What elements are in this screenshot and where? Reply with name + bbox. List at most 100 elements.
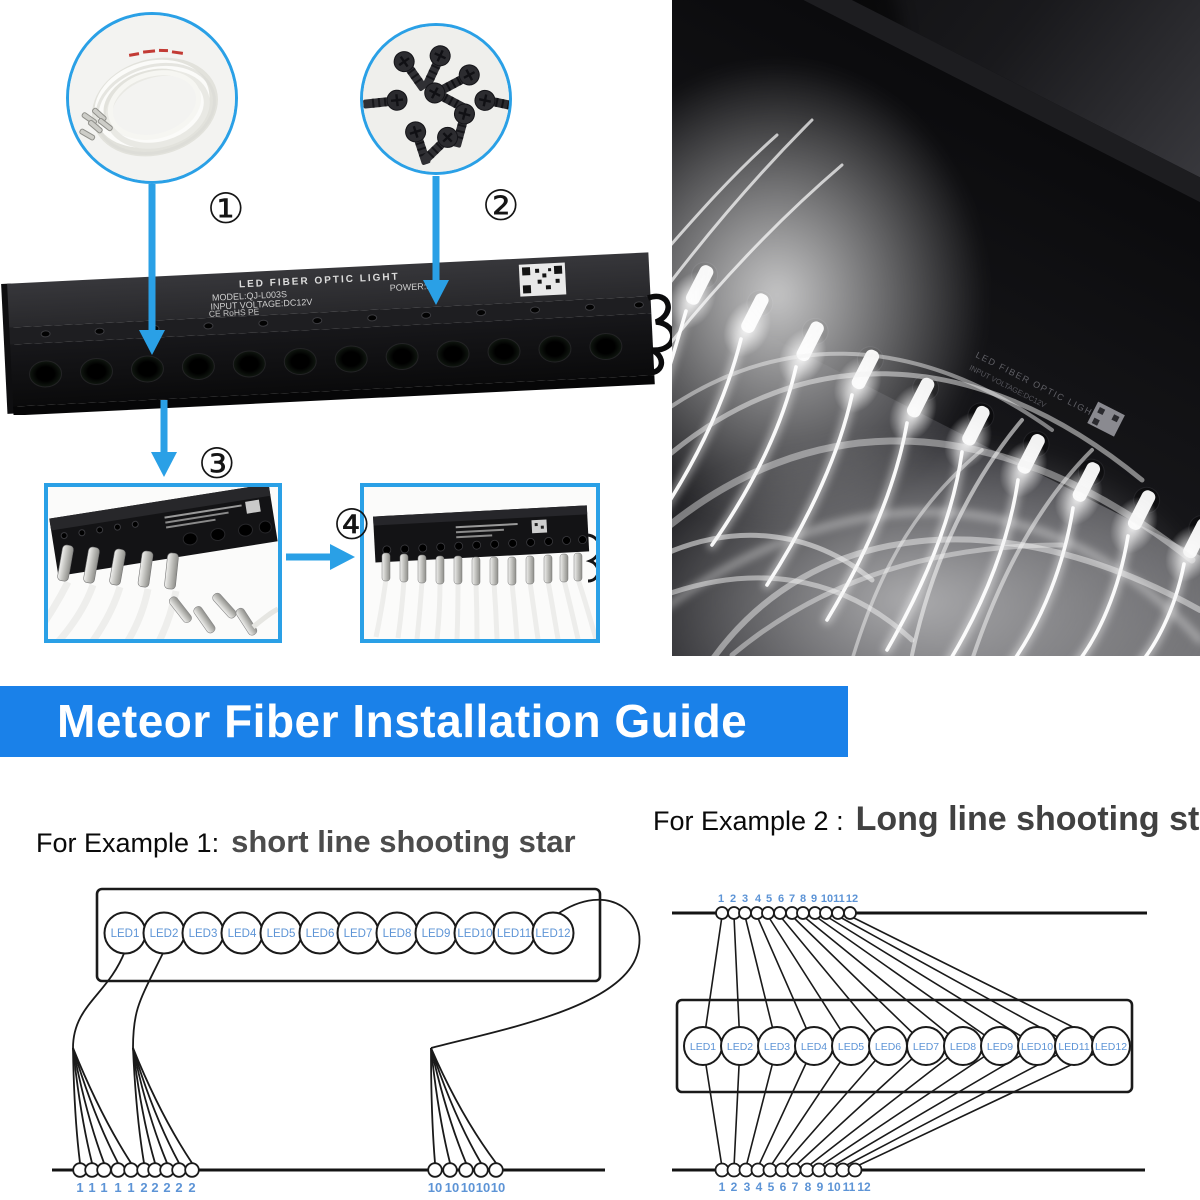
led-bar-photo: LED FIBER OPTIC LIGHT MODEL:QJ-L003S POW… xyxy=(1,252,672,415)
ex1-fiber-points xyxy=(72,1162,504,1178)
device-label-voltage: INPUT VOLTAGE:DC12V xyxy=(210,297,312,312)
device-label-certs: CE RoHS PE xyxy=(209,306,260,318)
svg-text:LED6: LED6 xyxy=(875,1041,901,1053)
qr-code xyxy=(518,262,567,297)
svg-text:LED1: LED1 xyxy=(690,1041,716,1053)
ex2-fiber-lines xyxy=(702,915,1113,1168)
ex2-bar-outline xyxy=(675,998,1134,1094)
ex2-bottom-points xyxy=(714,1162,863,1178)
svg-text:2: 2 xyxy=(188,1180,195,1195)
fibers-loose xyxy=(48,580,180,639)
svg-text:LED12: LED12 xyxy=(535,928,570,940)
svg-text:7: 7 xyxy=(792,1180,799,1194)
svg-text:9: 9 xyxy=(811,893,817,905)
svg-text:LED2: LED2 xyxy=(150,928,179,940)
svg-text:6: 6 xyxy=(780,1180,787,1194)
svg-text:LED4: LED4 xyxy=(228,928,257,940)
svg-text:LED11: LED11 xyxy=(1058,1041,1089,1053)
example1-heading: short line shooting star xyxy=(231,824,576,859)
svg-text:11: 11 xyxy=(833,893,845,905)
lit-fibers-illustration: LED FIBER OPTIC LIGHT INPUT VOLTAGE:DC12… xyxy=(672,0,1200,656)
banner-title: Meteor Fiber Installation Guide xyxy=(57,695,748,747)
step4-wire xyxy=(585,533,596,583)
banner: Meteor Fiber Installation Guide xyxy=(0,686,848,757)
svg-text:1: 1 xyxy=(100,1180,107,1195)
svg-text:11: 11 xyxy=(843,1180,856,1194)
svg-text:1: 1 xyxy=(114,1180,121,1195)
svg-text:1: 1 xyxy=(127,1180,134,1195)
fiber-ports-row xyxy=(29,333,623,388)
step3-photo xyxy=(44,483,282,643)
svg-text:10: 10 xyxy=(461,1180,475,1195)
svg-text:3: 3 xyxy=(742,893,748,905)
lit-bar-qr xyxy=(1087,401,1125,437)
fiber-end-ferrules xyxy=(79,107,113,141)
svg-text:1: 1 xyxy=(88,1180,95,1195)
loose-ferrules xyxy=(168,592,278,636)
svg-text:LED10: LED10 xyxy=(1021,1041,1053,1053)
svg-text:LED8: LED8 xyxy=(950,1041,976,1053)
svg-text:10: 10 xyxy=(476,1180,490,1195)
svg-text:LED7: LED7 xyxy=(344,928,373,940)
svg-text:4: 4 xyxy=(755,893,762,905)
svg-text:LED2: LED2 xyxy=(727,1041,753,1053)
svg-text:2: 2 xyxy=(140,1180,147,1195)
svg-text:5: 5 xyxy=(766,893,772,905)
fiber-coil-photo xyxy=(66,12,238,184)
example2-prefix: For Example 2 : xyxy=(653,806,844,836)
svg-text:3: 3 xyxy=(744,1180,751,1194)
ex1-led-circles xyxy=(103,911,575,955)
svg-text:LED8: LED8 xyxy=(383,928,412,940)
svg-text:LED11: LED11 xyxy=(497,928,531,940)
svg-text:10: 10 xyxy=(428,1180,442,1195)
svg-text:2: 2 xyxy=(151,1180,158,1195)
svg-text:12: 12 xyxy=(846,893,858,905)
ex1-fiber-stems xyxy=(72,898,641,1164)
step3-number: ③ xyxy=(198,440,236,487)
device-label-model: MODEL:QJ-L003S xyxy=(212,289,287,303)
step4-bar xyxy=(373,505,590,563)
svg-text:10: 10 xyxy=(445,1180,459,1195)
svg-text:LED3: LED3 xyxy=(189,928,218,940)
fiber-coil-illustration xyxy=(69,15,235,181)
step3-illustration xyxy=(48,487,278,639)
ex2-led-circles xyxy=(683,1026,1131,1066)
svg-text:2: 2 xyxy=(730,893,736,905)
fibers-hanging xyxy=(373,578,596,639)
svg-text:10: 10 xyxy=(491,1180,505,1195)
svg-text:LED1: LED1 xyxy=(111,928,140,940)
screws-photo xyxy=(360,23,512,175)
example1-title: For Example 1: short line shooting star xyxy=(36,824,576,860)
example1-prefix: For Example 1: xyxy=(36,828,220,858)
svg-text:LED10: LED10 xyxy=(457,928,492,940)
svg-text:2: 2 xyxy=(163,1180,170,1195)
svg-text:1: 1 xyxy=(76,1180,83,1195)
svg-text:1: 1 xyxy=(719,1180,726,1194)
inserted-ferrules-12 xyxy=(381,552,583,586)
svg-text:LED4: LED4 xyxy=(801,1041,827,1053)
svg-text:12: 12 xyxy=(857,1180,871,1194)
svg-text:6: 6 xyxy=(778,893,784,905)
inserted-ferrules xyxy=(57,544,179,590)
svg-text:LED9: LED9 xyxy=(987,1041,1013,1053)
step4-illustration xyxy=(364,487,596,639)
svg-text:LED6: LED6 xyxy=(306,928,335,940)
lit-fibers-photo: LED FIBER OPTIC LIGHT INPUT VOLTAGE:DC12… xyxy=(672,0,1200,656)
svg-text:LED12: LED12 xyxy=(1095,1041,1127,1053)
svg-text:10: 10 xyxy=(827,1180,841,1194)
svg-text:5: 5 xyxy=(768,1180,775,1194)
power-wire xyxy=(645,293,672,376)
crossing-fibers xyxy=(672,351,1200,656)
step1-number: ① xyxy=(207,185,245,232)
svg-text:8: 8 xyxy=(805,1180,812,1194)
svg-text:9: 9 xyxy=(817,1180,824,1194)
svg-text:4: 4 xyxy=(756,1180,763,1194)
svg-text:LED5: LED5 xyxy=(838,1041,864,1053)
